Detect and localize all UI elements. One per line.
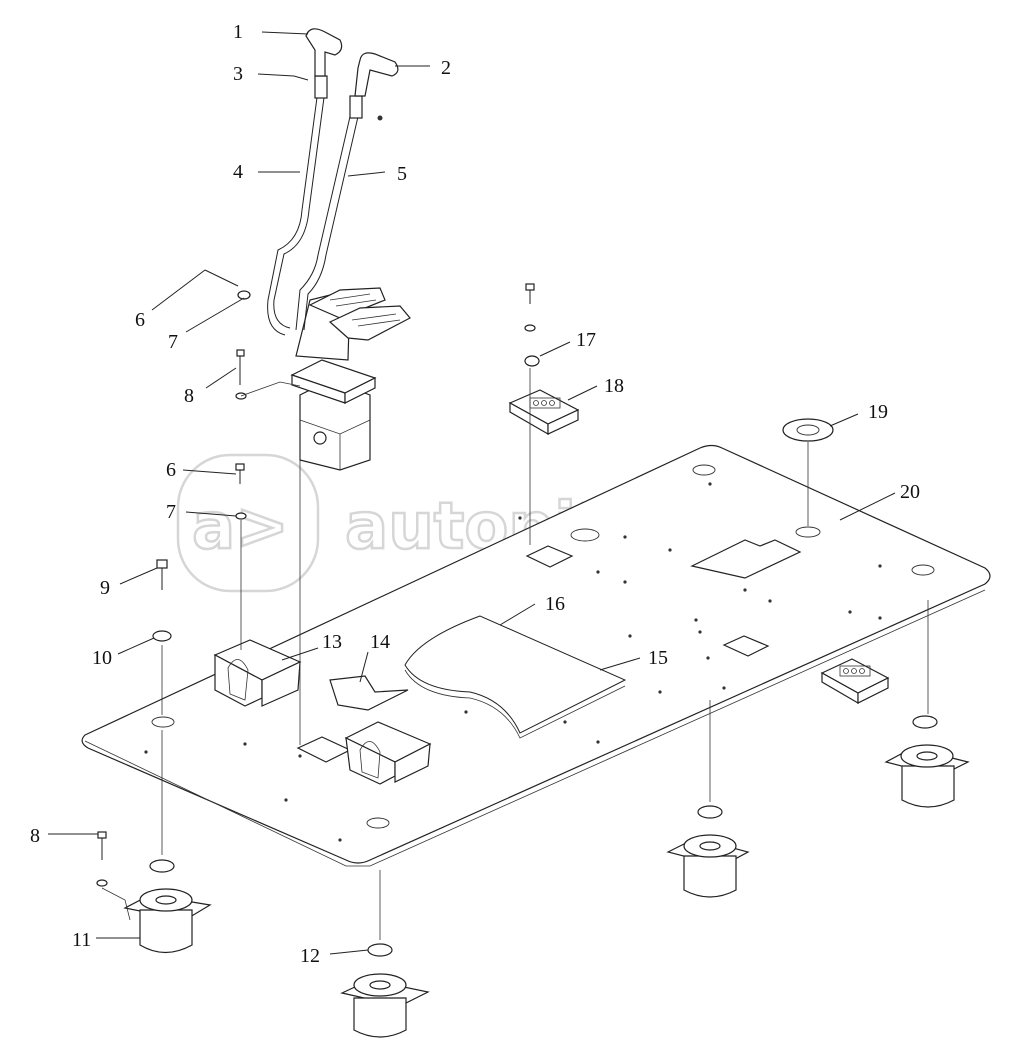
callout-7a: 7: [168, 331, 178, 353]
assembly-axes: [101, 368, 929, 940]
callout-18: 18: [604, 375, 624, 397]
bracket-13: [213, 639, 302, 707]
floor-plate: [81, 444, 991, 867]
callout-12: 12: [300, 945, 320, 967]
callout-9: 9: [100, 577, 110, 599]
callout-8b: 8: [30, 825, 40, 847]
switch-block-upper: [508, 389, 580, 436]
callout-17: 17: [576, 329, 596, 351]
fasteners: [96, 75, 540, 887]
callout-labels: 1 2 3 4 5 6 7 8 6 7 9 10 11 8 12 13 14 1…: [30, 21, 920, 967]
callout-5: 5: [397, 163, 407, 185]
pedal-valve: [290, 287, 411, 471]
plate-small-holes: [144, 482, 882, 842]
callout-15: 15: [648, 647, 668, 669]
lever-4: [267, 75, 328, 336]
watermark-logo-frame: [176, 453, 320, 593]
callout-2: 2: [441, 57, 451, 79]
callout-11: 11: [72, 929, 91, 951]
plate-cutout-right: [722, 635, 770, 657]
leader-lines: [48, 31, 896, 955]
floor-mat: [404, 615, 627, 739]
watermark-logo-glyph: a>: [192, 490, 289, 564]
lever-5: [295, 95, 363, 331]
plate-cutout-small: [525, 545, 574, 568]
callout-8a: 8: [184, 385, 194, 407]
callout-6a: 6: [135, 309, 145, 331]
callout-7b: 7: [166, 501, 176, 523]
callout-13: 13: [322, 631, 342, 653]
washer-19-hole: [796, 424, 820, 436]
switch-block-lower: [820, 658, 890, 705]
pedal-left: [308, 287, 386, 319]
callout-14: 14: [370, 631, 390, 653]
knob-1: [305, 28, 343, 77]
callout-3: 3: [233, 63, 243, 85]
callout-4: 4: [233, 161, 243, 183]
callout-16: 16: [545, 593, 565, 615]
bracket-14: [329, 675, 432, 785]
knob-2: [354, 52, 399, 97]
mount-12: [340, 943, 430, 1038]
callout-1: 1: [233, 21, 243, 43]
callout-20: 20: [900, 481, 920, 503]
mount-center: [666, 805, 750, 898]
mount-11: [123, 859, 212, 954]
mount-right: [884, 715, 970, 808]
callout-19: 19: [868, 401, 888, 423]
plate-cutout: [690, 539, 802, 579]
callout-10: 10: [92, 647, 112, 669]
callout-6b: 6: [166, 459, 176, 481]
